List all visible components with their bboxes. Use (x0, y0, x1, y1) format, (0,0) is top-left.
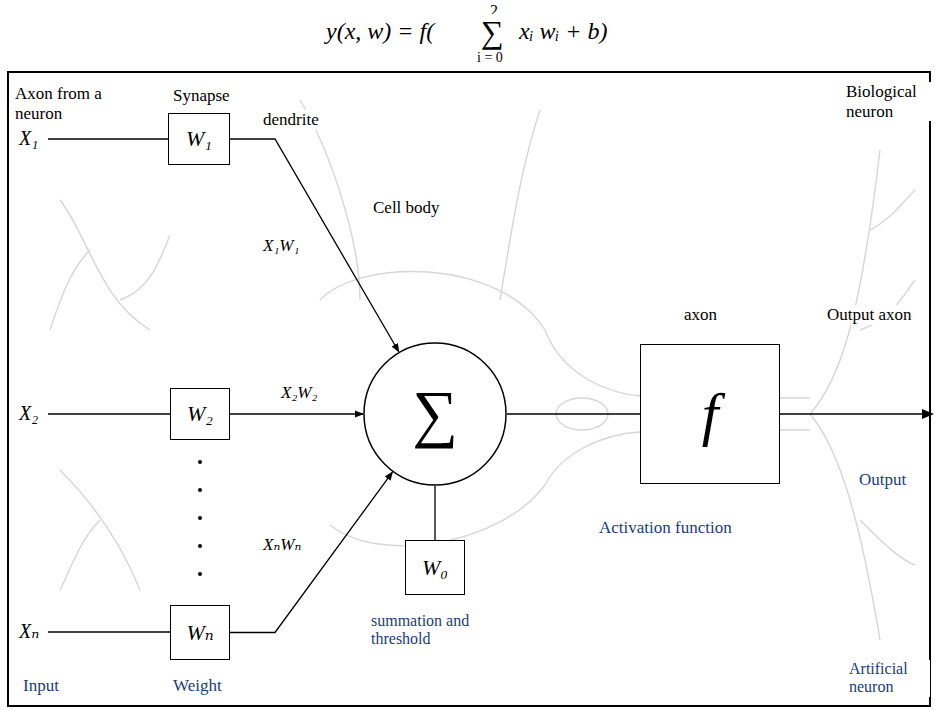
input-label: X₁ (18, 127, 39, 150)
activation-box: f (640, 344, 780, 484)
weight-box: W₂ (170, 388, 230, 440)
part-label: dendrite (262, 110, 320, 130)
terminal-sketch (810, 150, 880, 414)
node-text: f (702, 384, 719, 444)
frame-border (8, 72, 930, 706)
output-arrowhead (922, 409, 934, 419)
dendrite-sketch (60, 200, 150, 330)
connector (230, 472, 392, 632)
soma-sketch (320, 272, 545, 330)
weight-box: W₁ (168, 113, 230, 165)
dendrite-sketch (60, 470, 140, 590)
part-label: Output axon (826, 305, 913, 325)
part-label: Activation function (598, 518, 733, 538)
connector (230, 413, 363, 414)
terminal-sketch (870, 190, 915, 230)
part-label: Input (22, 676, 60, 696)
node-text: W₀ (422, 557, 448, 579)
dendrite-sketch (60, 520, 100, 590)
dot (198, 572, 202, 576)
output-line (780, 413, 925, 414)
terminal-sketch (810, 414, 880, 640)
part-label: Biological neuron (845, 82, 932, 121)
node-text: W₁ (186, 128, 212, 150)
node-text: W₂ (187, 403, 213, 425)
edge-label: X₂W₂ (280, 383, 318, 403)
circle-outline (364, 343, 506, 485)
terminal-sketch (860, 520, 915, 565)
soma-sketch (330, 485, 545, 546)
dot (198, 516, 202, 520)
dot (198, 544, 202, 548)
node-text: ∑ (412, 382, 458, 446)
part-label: Weight (172, 676, 223, 696)
axon-sketch (545, 432, 640, 485)
part-label: Cell body (372, 198, 441, 218)
input-wire (48, 138, 168, 139)
connector (230, 139, 399, 352)
weight-box: Wₙ (170, 605, 230, 660)
ellipsis-dots (198, 460, 202, 576)
biological-neuron-sketch (50, 100, 915, 640)
dot (198, 488, 202, 492)
part-label: Output (858, 470, 907, 490)
edge-label: X₁W₁ (262, 236, 300, 256)
dendrite-sketch (120, 235, 170, 300)
formula-sigma: ∑ (480, 14, 505, 51)
node-text: Wₙ (186, 622, 213, 644)
part-label: Artificial neuron (848, 660, 930, 697)
formula-text: xᵢ wᵢ + b) (518, 18, 608, 46)
input-wire (48, 631, 170, 632)
part-label: axon (683, 305, 718, 325)
part-label: Axon from a neuron (14, 84, 116, 123)
part-label: summation and threshold (370, 612, 502, 649)
dot (198, 460, 202, 464)
formula-index: i = 0 (476, 50, 504, 66)
input-label: X₂ (18, 402, 39, 425)
input-wire (48, 413, 170, 414)
formula-text: y(x, w) = f( (325, 18, 435, 46)
input-label: Xₙ (18, 620, 40, 643)
edge-label: XₙWₙ (262, 535, 302, 555)
connector (507, 413, 640, 414)
summation-circle: ∑ (363, 342, 507, 486)
part-label: Synapse (172, 86, 231, 106)
input-wires (48, 139, 170, 632)
dendrite-sketch (50, 250, 90, 330)
connector (434, 486, 435, 540)
axon-sketch (545, 330, 640, 396)
dendrite-sketch (500, 110, 540, 300)
bias-box: W₀ (405, 540, 465, 595)
